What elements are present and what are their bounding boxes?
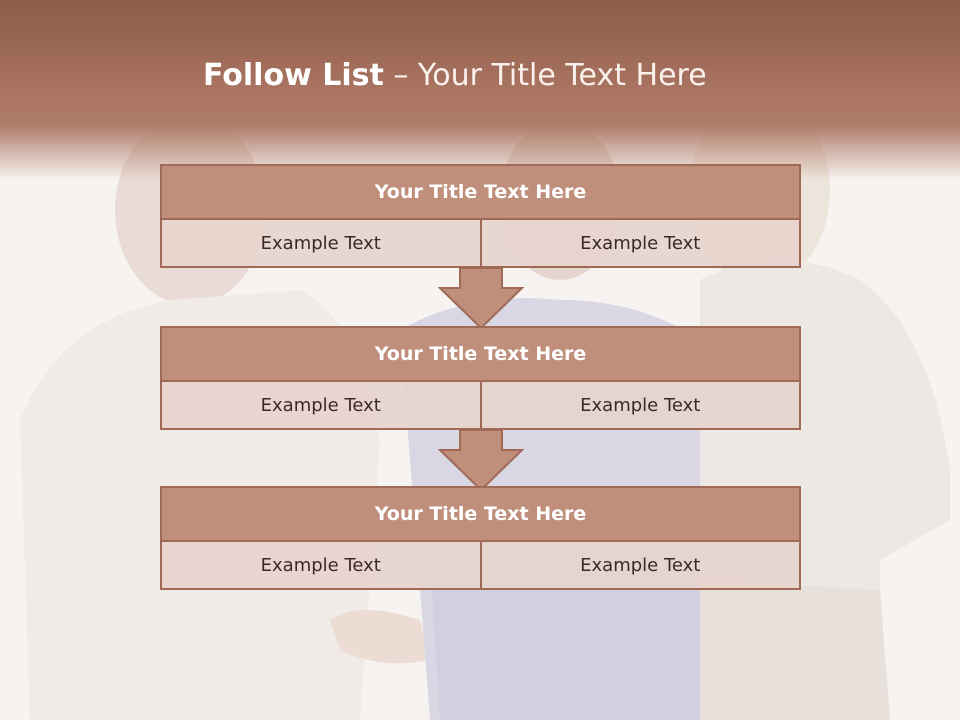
list-block-2: Your Title Text Here Example Text Exampl… bbox=[160, 326, 801, 430]
list-block-3: Your Title Text Here Example Text Exampl… bbox=[160, 486, 801, 590]
slide-title-rest: – Your Title Text Here bbox=[383, 58, 707, 93]
down-arrow-icon bbox=[438, 268, 524, 330]
block-cell-left: Example Text bbox=[160, 218, 482, 268]
block-cell-right: Example Text bbox=[479, 380, 801, 430]
block-cell-left: Example Text bbox=[160, 380, 482, 430]
block-title: Your Title Text Here bbox=[160, 486, 801, 542]
block-title: Your Title Text Here bbox=[160, 326, 801, 382]
block-row: Example Text Example Text bbox=[160, 380, 801, 430]
list-block-1: Your Title Text Here Example Text Exampl… bbox=[160, 164, 801, 268]
block-row: Example Text Example Text bbox=[160, 540, 801, 590]
down-arrow-icon bbox=[438, 430, 524, 492]
block-title: Your Title Text Here bbox=[160, 164, 801, 220]
block-row: Example Text Example Text bbox=[160, 218, 801, 268]
block-cell-right: Example Text bbox=[479, 218, 801, 268]
block-cell-right: Example Text bbox=[479, 540, 801, 590]
header-band bbox=[0, 0, 960, 180]
slide-title: Follow List – Your Title Text Here bbox=[203, 56, 707, 96]
slide-title-bold: Follow List bbox=[203, 58, 384, 93]
block-cell-left: Example Text bbox=[160, 540, 482, 590]
